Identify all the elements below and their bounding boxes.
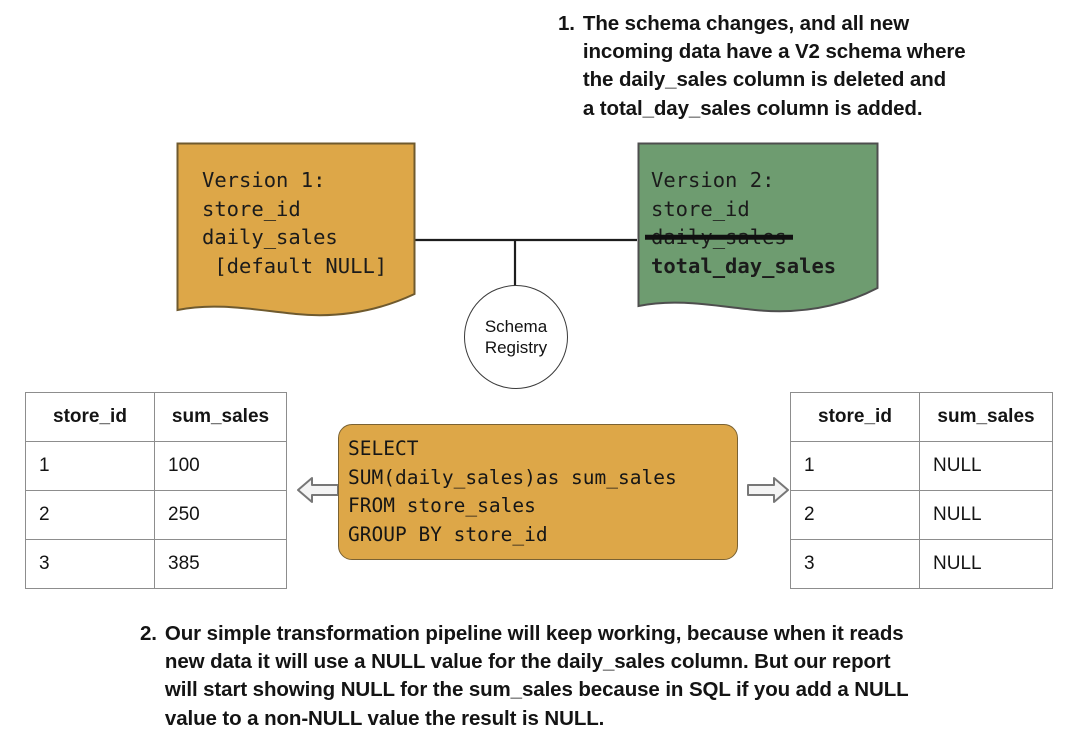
callout-text: Our simple transformation pipeline will …	[164, 622, 909, 730]
document-shape-v1	[176, 142, 416, 317]
schema-card-version-1: Version 1: store_id daily_sales [default…	[176, 142, 416, 318]
schema-v1-line-3: [default NULL]	[202, 253, 388, 278]
cell-store-id: 2	[790, 490, 920, 540]
cell-sum-sales: NULL	[919, 441, 1053, 491]
schema-v2-line-deleted: daily_sales	[651, 223, 787, 252]
cell-store-id: 1	[790, 441, 920, 491]
table-header-row: store_id sum_sales	[790, 392, 1053, 442]
registry-label-line-2: Registry	[484, 338, 548, 357]
column-header-sum-sales: sum_sales	[154, 392, 287, 442]
schema-v2-title: Version 2:	[651, 168, 775, 192]
table-row: 2 NULL	[790, 490, 1053, 540]
callout-schema-change: 1. The schema changes, and all new incom…	[558, 10, 966, 123]
callout-number: 2.	[140, 622, 157, 645]
arrow-right-icon	[747, 477, 789, 503]
cell-store-id: 3	[25, 539, 155, 589]
table-row: 3 NULL	[790, 539, 1053, 589]
callout-null-explanation: 2. Our simple transformation pipeline wi…	[140, 620, 909, 733]
schema-v1-text: Version 1: store_id daily_sales [default…	[202, 166, 387, 280]
result-table-after: store_id sum_sales 1 NULL 2 NULL 3 NULL	[790, 392, 1053, 589]
schema-card-version-2: Version 2: store_id daily_sales total_da…	[637, 142, 879, 318]
callout-text: The schema changes, and all new incoming…	[582, 12, 966, 120]
sql-query-box: SELECT SUM(daily_sales)as sum_sales FROM…	[338, 424, 738, 560]
table-row: 1 NULL	[790, 441, 1053, 491]
schema-registry-node[interactable]: Schema Registry	[464, 285, 568, 389]
table-header-row: store_id sum_sales	[25, 392, 287, 442]
column-header-sum-sales: sum_sales	[919, 392, 1053, 442]
result-table-before: store_id sum_sales 1 100 2 250 3 385	[25, 392, 287, 589]
cell-sum-sales: NULL	[919, 539, 1053, 589]
schema-v1-title: Version 1:	[202, 168, 326, 192]
schema-v1-line-1: store_id	[202, 196, 301, 221]
cell-sum-sales: NULL	[919, 490, 1053, 540]
arrow-left-icon	[297, 477, 339, 503]
registry-label-line-1: Schema	[484, 317, 548, 336]
cell-store-id: 2	[25, 490, 155, 540]
cell-sum-sales: 250	[154, 490, 287, 540]
cell-sum-sales: 100	[154, 441, 287, 491]
schema-v2-line-added: total_day_sales	[651, 253, 837, 278]
schema-v2-text: Version 2: store_id daily_sales total_da…	[651, 166, 836, 280]
column-header-store-id: store_id	[25, 392, 155, 442]
column-header-store-id: store_id	[790, 392, 920, 442]
table-row: 1 100	[25, 441, 287, 491]
callout-number: 1.	[558, 12, 575, 35]
schema-v2-line-keep: store_id	[651, 196, 750, 221]
cell-sum-sales: 385	[154, 539, 287, 589]
cell-store-id: 1	[25, 441, 155, 491]
sql-query-text: SELECT SUM(daily_sales)as sum_sales FROM…	[348, 437, 677, 546]
table-row: 3 385	[25, 539, 287, 589]
cell-store-id: 3	[790, 539, 920, 589]
schema-v1-line-2: daily_sales	[202, 225, 338, 249]
table-row: 2 250	[25, 490, 287, 540]
